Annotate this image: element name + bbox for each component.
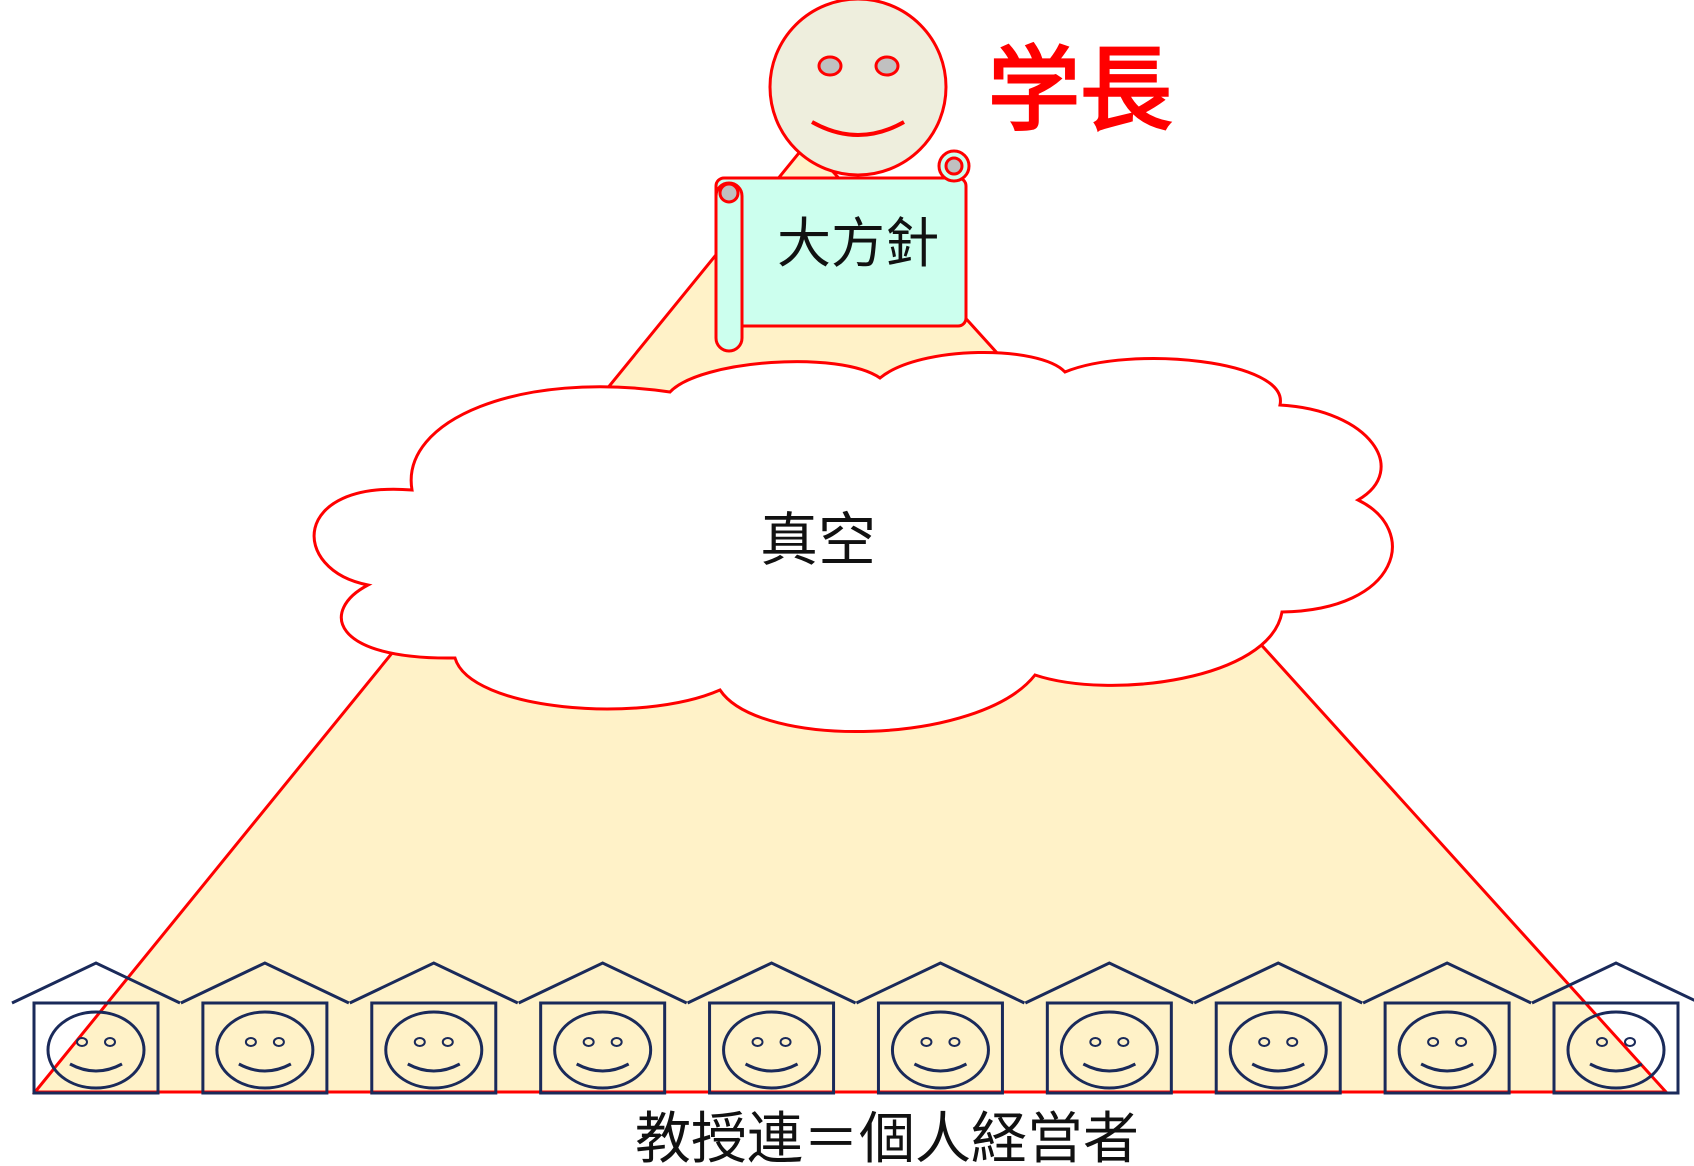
professor-house	[686, 961, 857, 1095]
house-roof	[855, 961, 1026, 1005]
house-wall	[1045, 1001, 1173, 1095]
president-right-eye	[874, 55, 900, 77]
cloud-shape	[312, 350, 1394, 734]
president-figure	[768, 0, 948, 177]
house-wall	[370, 1001, 498, 1095]
professor-face	[1228, 1010, 1328, 1090]
professor-left-eye	[1596, 1037, 1608, 1047]
house-roof	[1193, 961, 1363, 1005]
professor-right-eye	[1286, 1037, 1299, 1047]
vacuum-label: 真空	[760, 506, 876, 574]
president-label: 学長	[988, 37, 1173, 144]
professor-smile	[913, 1062, 968, 1073]
professor-house	[1362, 961, 1532, 1095]
professor-right-eye	[104, 1037, 116, 1047]
professor-right-eye	[1624, 1037, 1636, 1047]
scroll-left-roll	[714, 181, 744, 353]
professor-house	[1024, 961, 1194, 1095]
house-wall	[1552, 1001, 1680, 1095]
president-smile	[811, 120, 905, 137]
professor-smile	[69, 1062, 123, 1073]
professor-face	[890, 1010, 990, 1090]
professor-house	[180, 961, 350, 1095]
professor-smile	[1420, 1062, 1474, 1073]
professor-house	[855, 961, 1026, 1095]
house-wall	[201, 1001, 329, 1095]
house-wall	[1383, 1001, 1511, 1095]
house-roof	[349, 961, 519, 1005]
professor-left-eye	[413, 1037, 426, 1047]
house-roof	[1531, 961, 1694, 1005]
policy-label: 大方針	[777, 212, 939, 275]
house-wall	[876, 1001, 1004, 1095]
house-roof	[1024, 961, 1194, 1005]
professor-smile	[575, 1062, 630, 1073]
house-roof	[518, 961, 688, 1005]
professor-left-eye	[582, 1037, 595, 1047]
professors-label: 教授連＝個人経営者	[635, 1107, 1139, 1166]
professor-house	[518, 961, 688, 1095]
professor-smile	[407, 1062, 461, 1073]
professor-left-eye	[1089, 1037, 1102, 1047]
scroll-left-knob	[718, 182, 740, 204]
professor-left-eye	[244, 1037, 257, 1047]
professor-face	[722, 1010, 822, 1090]
professor-face	[215, 1010, 315, 1090]
professor-smile	[1251, 1062, 1305, 1073]
professor-right-eye	[948, 1037, 961, 1047]
professor-left-eye	[76, 1037, 88, 1047]
house-roof	[686, 961, 857, 1005]
president-left-eye	[817, 55, 843, 77]
vacuum-cloud: 真空	[312, 350, 1394, 734]
professor-house	[11, 961, 181, 1095]
professor-house	[1531, 961, 1694, 1095]
professor-left-eye	[1258, 1037, 1271, 1047]
professor-smile	[744, 1062, 799, 1073]
professor-left-eye	[920, 1037, 933, 1047]
professor-face	[553, 1010, 653, 1090]
professor-smile	[1589, 1062, 1643, 1073]
professor-smile	[1082, 1062, 1137, 1073]
house-wall	[708, 1001, 836, 1095]
professor-face	[46, 1010, 146, 1090]
house-roof	[180, 961, 350, 1005]
house-roof	[11, 961, 181, 1005]
house-wall	[32, 1001, 160, 1095]
professor-house	[1193, 961, 1363, 1095]
house-wall	[1214, 1001, 1342, 1095]
professor-face	[1566, 1010, 1666, 1090]
professor-face	[1059, 1010, 1159, 1090]
policy-scroll: 大方針	[714, 149, 971, 353]
professor-left-eye	[1427, 1037, 1440, 1047]
president-head	[768, 0, 948, 177]
professor-right-eye	[1117, 1037, 1130, 1047]
professor-left-eye	[751, 1037, 764, 1047]
professor-right-eye	[610, 1037, 623, 1047]
professor-right-eye	[272, 1037, 285, 1047]
house-roof	[1362, 961, 1532, 1005]
professor-face	[1397, 1010, 1497, 1090]
professor-face	[384, 1010, 484, 1090]
professor-houses	[11, 961, 1694, 1095]
professor-smile	[238, 1062, 292, 1073]
professor-right-eye	[441, 1037, 454, 1047]
professor-right-eye	[779, 1037, 792, 1047]
professor-right-eye	[1455, 1037, 1468, 1047]
house-wall	[539, 1001, 667, 1095]
professor-house	[349, 961, 519, 1095]
scroll-right-knob	[944, 156, 964, 176]
